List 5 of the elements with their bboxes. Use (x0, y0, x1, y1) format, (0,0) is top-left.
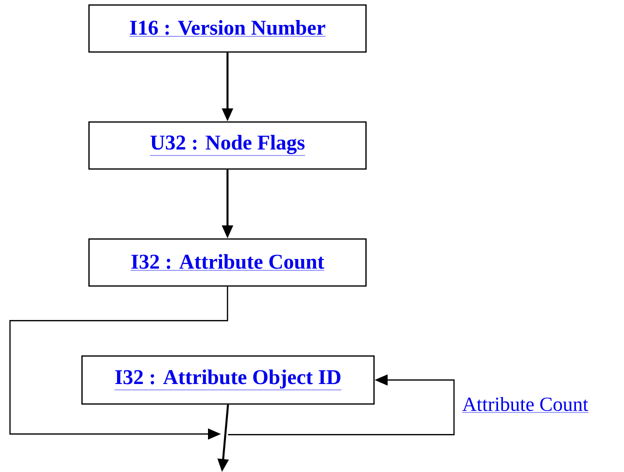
field-box: I32 : Attribute Count (88, 238, 367, 287)
field-box: U32 : Node Flags (88, 121, 367, 170)
field-box: I16 : Version Number (88, 4, 367, 53)
edge-label: Attribute Count (462, 396, 588, 413)
field-box: I32 : Attribute Object ID (81, 355, 375, 405)
